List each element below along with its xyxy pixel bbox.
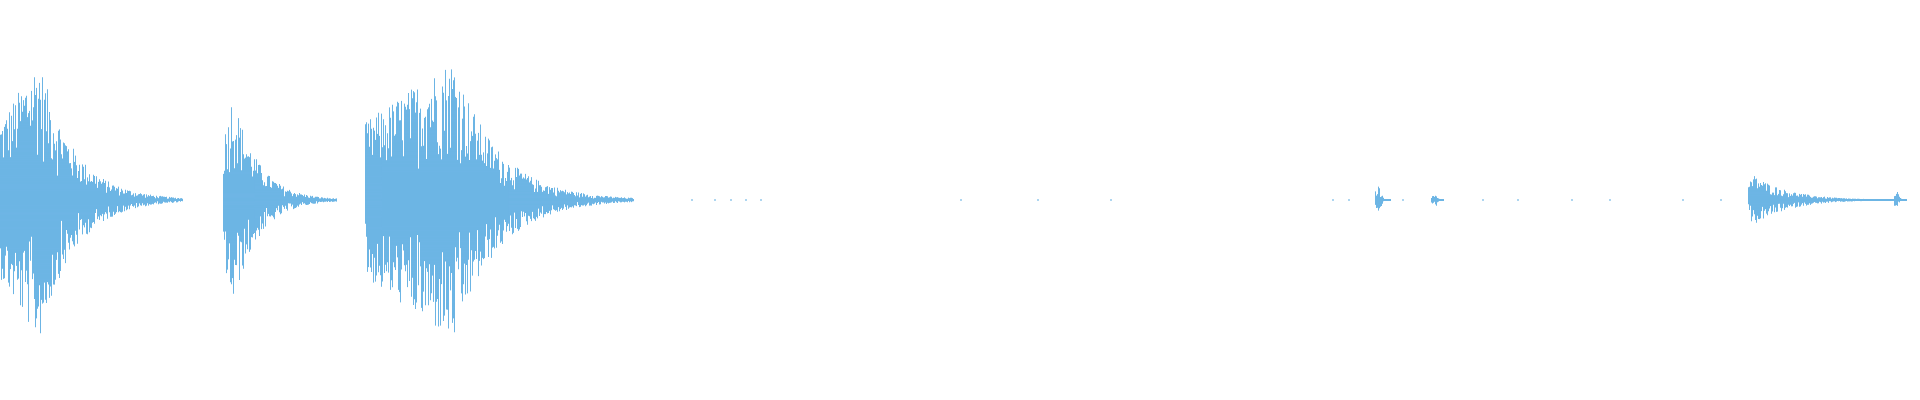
waveform-samples — [0, 69, 1907, 334]
waveform-bursts — [0, 69, 1907, 334]
